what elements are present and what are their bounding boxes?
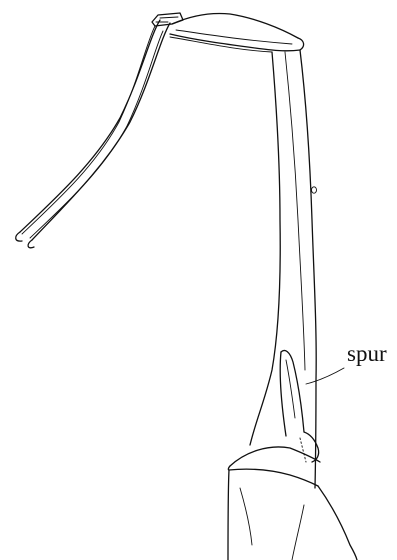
tarsus-segments <box>16 20 170 248</box>
spur-label: spur <box>347 341 387 366</box>
tibial-pore <box>312 187 317 193</box>
spur-leader-line <box>306 368 344 384</box>
femur <box>228 447 357 560</box>
tibia <box>250 50 317 488</box>
basitarsus <box>170 13 304 52</box>
tarsal-joint <box>152 13 183 26</box>
tibial-spur <box>280 350 318 462</box>
